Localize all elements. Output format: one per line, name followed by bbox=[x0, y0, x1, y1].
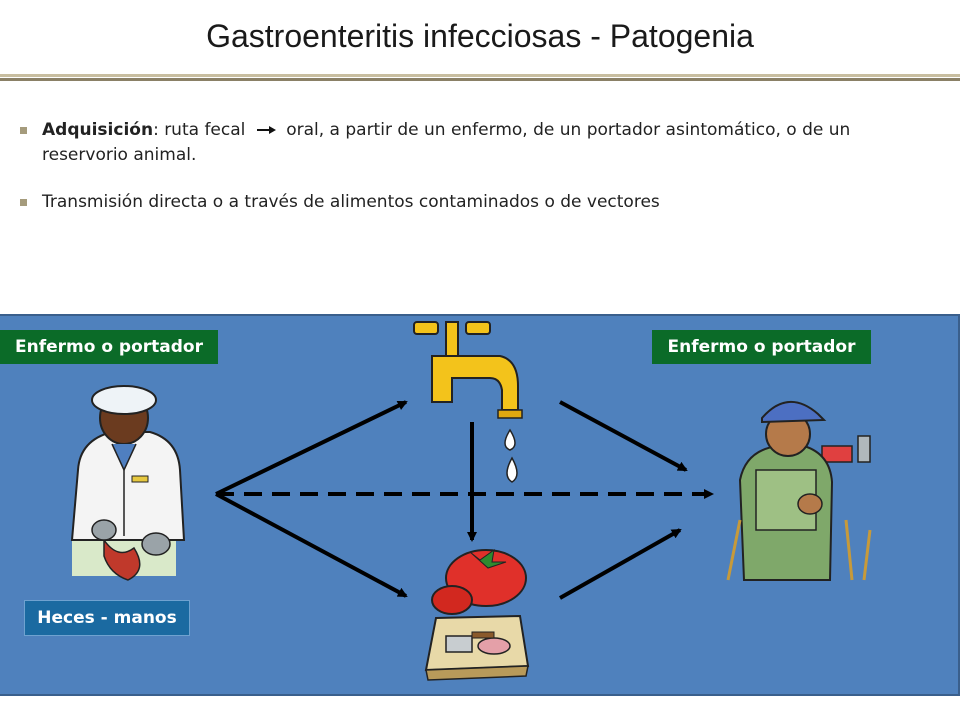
contaminated-food-illustration bbox=[424, 548, 530, 681]
label-feces-hands: Heces - manos bbox=[24, 600, 190, 636]
label-patient-carrier-left: Enfermo o portador bbox=[0, 330, 218, 364]
bullet-transmission: Transmisión directa o a través de alimen… bbox=[20, 190, 930, 215]
slide-title: Gastroenteritis infecciosas - Patogenia bbox=[206, 18, 754, 54]
title-divider bbox=[0, 74, 960, 81]
label-patient-carrier-right: Enfermo o portador bbox=[652, 330, 871, 364]
acquisition-term: Adquisición bbox=[42, 120, 154, 140]
arrow-right-icon bbox=[256, 126, 276, 134]
transmission-arrows bbox=[215, 400, 714, 600]
bullet-list: Adquisición: ruta fecal oral, a partir d… bbox=[20, 118, 930, 237]
acquisition-detail: oral, a partir de un enfermo, de un port… bbox=[42, 120, 851, 165]
water-faucet-illustration bbox=[413, 321, 523, 483]
transmission-text: Transmisión directa o a través de alimen… bbox=[42, 192, 660, 212]
bullet-square-icon bbox=[20, 199, 27, 206]
bullet-acquisition: Adquisición: ruta fecal oral, a partir d… bbox=[20, 118, 930, 168]
bullet-square-icon bbox=[20, 127, 27, 134]
food-worker-illustration bbox=[70, 385, 186, 581]
farmer-illustration bbox=[726, 400, 872, 581]
acquisition-route: : ruta fecal bbox=[153, 120, 246, 140]
